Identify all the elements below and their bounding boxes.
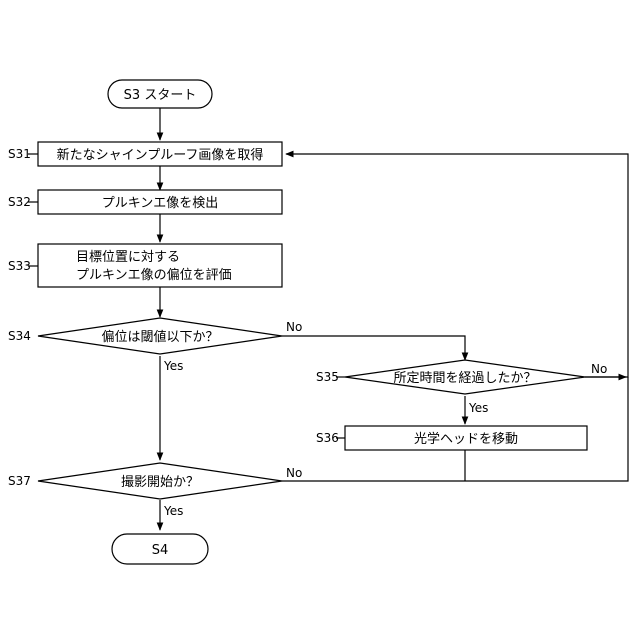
step-label-s37: S37 — [8, 474, 31, 488]
start-text: S3 スタート — [124, 88, 197, 103]
s35-text: 所定時間を経過したか？ — [393, 371, 536, 386]
node-s34: S34 偏位は閾値以下か？ No Yes — [8, 318, 302, 373]
step-label-s34: S34 — [8, 329, 31, 343]
s33-text-line2: プルキンエ像の偏位を評価 — [76, 268, 232, 283]
node-s37: S37 撮影開始か？ No Yes — [8, 463, 302, 518]
step-label-s36: S36 — [316, 431, 339, 445]
s36-text: 光学ヘッドを移動 — [414, 431, 518, 447]
s34-yes-label: Yes — [163, 359, 183, 373]
node-s35: S35 所定時間を経過したか？ No Yes — [316, 360, 607, 415]
step-label-s32: S32 — [8, 195, 31, 209]
step-label-s33: S33 — [8, 259, 31, 273]
s37-yes-label: Yes — [163, 504, 183, 518]
s35-no-label: No — [591, 362, 607, 376]
step-label-s31: S31 — [8, 147, 31, 161]
node-s31: S31 新たなシャインプルーフ画像を取得 — [8, 142, 282, 166]
edge-s35-no-loop — [286, 154, 628, 377]
s31-text: 新たなシャインプルーフ画像を取得 — [57, 147, 264, 163]
node-start: S3 スタート — [108, 80, 212, 108]
node-end: S4 — [112, 534, 208, 564]
node-s32: S32 プルキンエ像を検出 — [8, 190, 282, 214]
step-label-s35: S35 — [316, 370, 339, 384]
connectors — [160, 108, 628, 530]
s37-no-label: No — [286, 466, 302, 480]
s33-text-line1: 目標位置に対する — [76, 250, 180, 265]
s34-text: 偏位は閾値以下か？ — [101, 329, 218, 345]
node-s33: S33 目標位置に対する プルキンエ像の偏位を評価 — [8, 244, 282, 287]
s35-yes-label: Yes — [468, 401, 488, 415]
s32-text: プルキンエ像を検出 — [102, 196, 219, 211]
node-s36: S36 光学ヘッドを移動 — [316, 426, 587, 450]
s34-no-label: No — [286, 320, 302, 334]
edge-s34-no-s35 — [282, 336, 465, 360]
s37-text: 撮影開始か？ — [121, 474, 199, 490]
end-text: S4 — [152, 543, 169, 558]
